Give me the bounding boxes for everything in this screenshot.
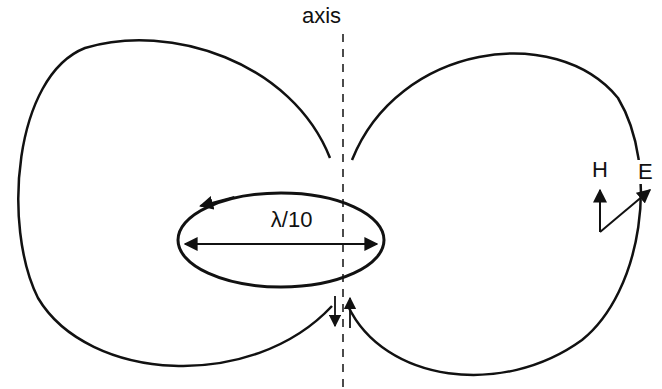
loop-ellipse xyxy=(178,193,384,287)
loop-antenna: λ/10 xyxy=(175,190,387,290)
right-lobe xyxy=(348,54,641,375)
loop-size: λ/10 xyxy=(269,208,315,232)
loop-outline xyxy=(175,190,387,290)
e-field-arrow xyxy=(600,190,650,232)
axis-label: axis xyxy=(300,4,343,28)
h-field-arrow xyxy=(599,190,601,232)
dimension-arrow xyxy=(185,243,377,245)
left-lobe xyxy=(18,40,332,366)
current-arrow xyxy=(334,296,336,326)
axis-line xyxy=(342,34,344,389)
current-arrow xyxy=(349,298,351,328)
field-label: E xyxy=(636,160,655,184)
field-label: H xyxy=(590,158,610,182)
current-arrow xyxy=(200,197,234,206)
